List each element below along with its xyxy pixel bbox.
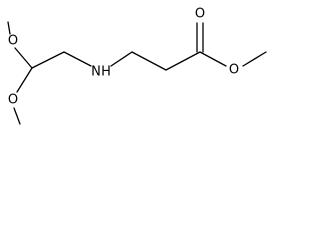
bond-acetal-bottom-o: [16, 67, 33, 93]
atom-o-methoxy-top: O: [8, 34, 18, 49]
bond-top-o-acetal: [14, 47, 33, 69]
atom-h-amine: H: [101, 65, 111, 80]
bond-carbonyl-ester-o: [199, 51, 227, 67]
bond-n-ch2: [110, 51, 133, 67]
bond-acetal-ch2: [31, 51, 65, 69]
bond-ester-o-methyl: [242, 51, 267, 67]
bond-bottom-o-methyl: [13, 107, 21, 125]
bond-top-methyl-o: [7, 21, 11, 35]
atom-n-amine: N: [91, 65, 101, 80]
bond-ch2-n: [63, 51, 92, 67]
molecule-structure: O O N H O O: [7, 7, 267, 125]
bond-ch2-carbonyl: [165, 51, 201, 71]
atom-labels: O O N H O O: [8, 7, 239, 108]
bonds: [7, 21, 267, 125]
bond-ch2-ch2: [131, 51, 167, 71]
atom-o-methoxy-bottom: O: [8, 93, 18, 108]
atom-o-carbonyl: O: [195, 7, 205, 22]
atom-o-ester: O: [229, 63, 239, 78]
